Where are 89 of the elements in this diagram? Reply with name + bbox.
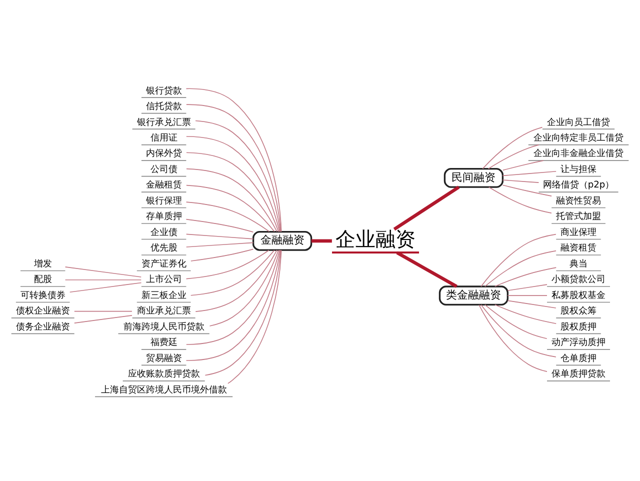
node-text: 企业向特定非员工借贷 — [534, 133, 624, 144]
connector — [228, 250, 282, 384]
connector — [186, 202, 270, 232]
connector — [494, 304, 557, 324]
node-text: 企业向员工借贷 — [547, 118, 610, 128]
node-text: 小额贷款公司 — [552, 275, 606, 286]
connector — [484, 304, 548, 340]
connector — [190, 250, 275, 296]
connector — [396, 251, 458, 288]
node-text: 托管式加盟 — [556, 212, 602, 222]
connector — [186, 184, 275, 232]
node-box: 金融融资 — [252, 230, 312, 251]
node-text: 商业承兑汇票 — [136, 306, 191, 317]
node-text: 银行贷款 — [146, 86, 182, 96]
connector — [186, 242, 254, 248]
connector — [186, 250, 280, 345]
connector — [186, 250, 281, 361]
node-text: 企业向非金融企业借贷 — [534, 149, 624, 160]
connector — [507, 300, 556, 308]
node-text: 信用证 — [150, 133, 178, 144]
node-text: 融资租赁 — [560, 244, 597, 254]
connector — [502, 180, 540, 183]
connector — [480, 234, 556, 287]
connector — [186, 136, 280, 232]
connector — [502, 160, 544, 171]
node-text: 典当 — [570, 259, 588, 270]
node-text: 应收账款质押贷款 — [128, 370, 200, 380]
node-text: 私募股权基金 — [552, 290, 606, 301]
connector — [195, 250, 278, 312]
node-text: 资产证券化 — [141, 259, 186, 270]
connector — [209, 250, 279, 326]
node-text: 企业融资 — [336, 228, 416, 252]
connector — [74, 310, 132, 312]
connector — [484, 250, 556, 287]
node-text: 新三板企业 — [141, 290, 186, 301]
node-text: 上市公司 — [146, 275, 182, 286]
node-text: 网络借贷（p2p） — [542, 180, 614, 191]
connector — [74, 315, 132, 324]
connector — [507, 284, 548, 291]
node-text: 股权质押 — [560, 322, 597, 332]
node-text: 增发 — [34, 259, 52, 270]
connector — [488, 144, 540, 170]
connector — [186, 234, 254, 240]
connector — [507, 295, 548, 296]
node-text: 信托贷款 — [146, 102, 182, 112]
node-box: 类金融融资 — [438, 286, 508, 306]
connector — [186, 168, 278, 232]
connector — [204, 250, 282, 376]
connector — [494, 267, 557, 287]
connector — [195, 120, 281, 232]
node-text: 福费廷 — [150, 338, 178, 348]
node-text: 股权众筹 — [560, 306, 597, 317]
node-text: 前海跨境人民币贷款 — [123, 322, 204, 332]
connector — [478, 304, 548, 372]
node-text: 金融租赁 — [146, 180, 182, 191]
node-text: 可转换债券 — [20, 290, 66, 301]
connector — [482, 126, 543, 170]
node-text: 让与担保 — [560, 164, 597, 175]
node-text: 存单质押 — [146, 212, 182, 222]
node-text: 商业保理 — [560, 228, 597, 238]
node-text: 仓单质押 — [560, 354, 597, 364]
connector — [186, 152, 279, 232]
connector — [480, 304, 556, 358]
connector — [393, 186, 460, 231]
node-text: 配股 — [34, 275, 52, 286]
node-text: 债务企业融资 — [16, 322, 70, 332]
node-text: 企业债 — [150, 228, 178, 238]
connector — [190, 248, 254, 262]
connector — [64, 279, 142, 280]
node-text: 公司债 — [150, 164, 178, 175]
connector — [502, 184, 552, 196]
node-text: 上海自贸区跨境人民币境外借款 — [100, 385, 227, 396]
connector — [488, 186, 552, 214]
node-text: 贸易融资 — [146, 354, 182, 364]
connector — [69, 282, 142, 293]
node-text: 保单质押贷款 — [552, 370, 606, 380]
node-text: 内保外贷 — [146, 149, 182, 160]
connector — [186, 218, 254, 232]
connector — [311, 239, 332, 243]
connector — [64, 266, 142, 278]
connector — [186, 250, 270, 280]
node-text: 融资性贸易 — [556, 196, 602, 206]
node-text: 优先股 — [150, 244, 178, 254]
connector — [502, 170, 556, 176]
node-text: 银行保理 — [146, 196, 182, 206]
node-text: 银行承兑汇票 — [136, 118, 191, 128]
node-text: 债权企业融资 — [16, 306, 70, 317]
node-box: 民间融资 — [444, 168, 504, 188]
node-text: 动产浮动质押 — [552, 338, 606, 348]
